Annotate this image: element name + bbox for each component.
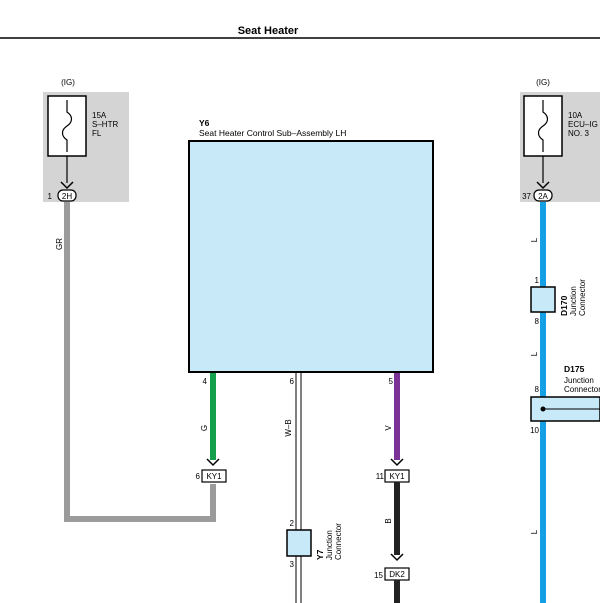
fuse-left-pin: 1 [48, 192, 53, 201]
y6-pin6: 6 [290, 377, 295, 386]
fuse-left-arrow [60, 181, 74, 190]
fuse-left-connector-label: 2H [62, 192, 72, 201]
junction-y7-pin-bottom: 3 [290, 560, 295, 569]
fuse-right-rating: 10A [568, 111, 583, 120]
dk2-arrow [390, 553, 404, 562]
junction-d170-code: D170 [559, 295, 569, 316]
fuse-right-name1: ECU–IG [568, 120, 598, 129]
wire-l-label-3: L [530, 529, 539, 534]
fuse-right-connector-label: 2A [538, 192, 548, 201]
fuse-left-name2: FL [92, 129, 102, 138]
y6-pin4: 4 [203, 377, 208, 386]
junction-d175-code: D175 [564, 364, 585, 374]
junction-d175-pin-top: 8 [535, 385, 540, 394]
fuse-left-connector [57, 189, 77, 202]
wire-wb-label: W–B [284, 419, 293, 436]
junction-d175-line1: Junction [564, 376, 594, 385]
ky1-left-label: KY1 [206, 472, 222, 481]
junction-y7-line2: Connector [334, 523, 343, 560]
fuse-left-icon [61, 100, 73, 152]
junction-d170-pin-top: 1 [535, 276, 540, 285]
ky1-right-label: KY1 [389, 472, 405, 481]
junction-y7-pin-top: 2 [290, 519, 295, 528]
wire-v-label: V [384, 425, 393, 431]
wire-b-label: B [384, 518, 393, 523]
component-y6-code: Y6 [199, 118, 210, 128]
fuse-right-arrow [536, 181, 550, 190]
dk2-pin: 15 [374, 571, 383, 580]
fuse-right-supply: (IG) [536, 78, 550, 87]
ky1-left-pin: 6 [196, 472, 201, 481]
ky1-right-arrow [390, 458, 404, 467]
wire-l-label-2: L [530, 351, 539, 356]
dk2-label: DK2 [389, 570, 405, 579]
ky1-left-connector [201, 469, 227, 483]
fuse-right-icon [537, 100, 549, 152]
component-y6-name: Seat Heater Control Sub–Assembly LH [199, 128, 346, 138]
junction-d175-line2: Connector [564, 385, 600, 394]
ky1-left-arrow [206, 458, 220, 467]
junction-y7-box [286, 529, 312, 557]
wire-gr-label: GR [55, 238, 64, 250]
junction-d170-pin-bottom: 8 [535, 317, 540, 326]
wire-gr [64, 202, 216, 522]
fuse-right-name2: NO. 3 [568, 129, 589, 138]
wire-g-label: G [200, 425, 209, 431]
junction-y7-line1: Junction [325, 530, 334, 560]
junction-d170-line1: Junction [569, 286, 578, 316]
junction-d170-line2: Connector [578, 279, 587, 316]
junction-d175-pin-bottom: 10 [530, 426, 539, 435]
page-title: Seat Heater [238, 25, 299, 37]
y6-pin5: 5 [389, 377, 394, 386]
ky1-right-pin: 11 [376, 472, 385, 481]
fuse-left-rating: 15A [92, 111, 107, 120]
junction-d170-box [530, 286, 556, 313]
fuse-left-supply: (IG) [61, 78, 75, 87]
fuse-right-connector [533, 189, 553, 202]
fuse-right-pin: 37 [522, 192, 531, 201]
junction-y7-code: Y7 [315, 549, 325, 560]
fuse-left-name1: S–HTR [92, 120, 118, 129]
component-y6-box [188, 140, 434, 373]
wire-l-label-1: L [530, 237, 539, 242]
